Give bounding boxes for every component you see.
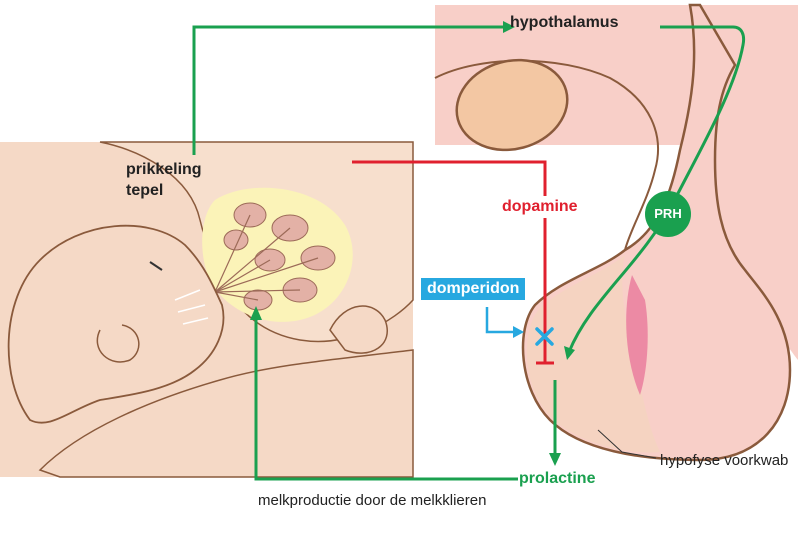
brain-pituitary-illustration [435,5,798,460]
prolactine-label: prolactine [519,470,595,488]
milk-production-label: melkproductie door de melkklieren [258,492,486,509]
nipple-stimulation-line1: prikkeling [126,159,202,180]
arrowhead-prolactine [549,453,561,466]
breastfeeding-illustration [0,142,413,477]
right-arrow-icon [487,307,515,332]
prh-label: PRH [645,206,691,221]
domperidon-badge: domperidon [421,278,525,300]
hypothalamus-label: hypothalamus [510,14,618,32]
nipple-stimulation-line2: tepel [126,180,202,201]
dopamine-label: dopamine [502,198,578,216]
nipple-stimulation-label: prikkeling tepel [126,159,202,201]
domperidon-arrowhead [513,326,524,338]
anterior-pituitary-label: hypofyse voorkwab [660,452,788,469]
